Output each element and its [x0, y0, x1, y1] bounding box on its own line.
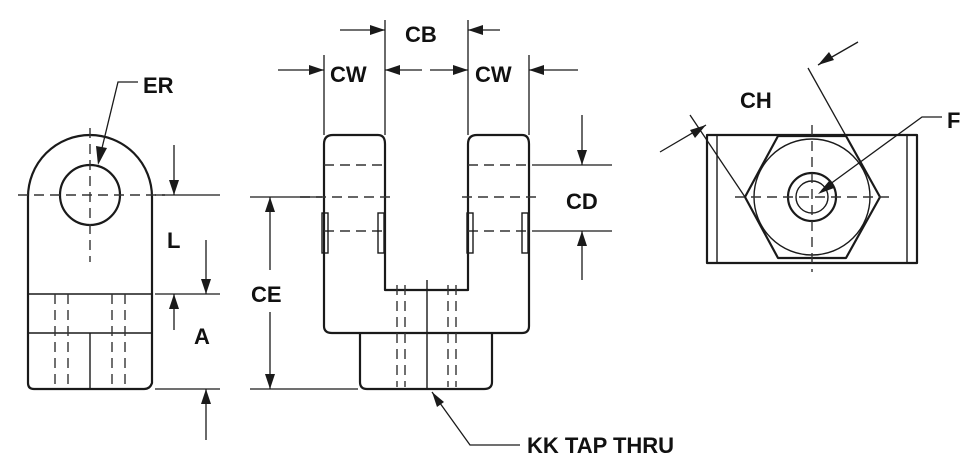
f-arrowhead: [818, 181, 834, 194]
ch-extension: [807, 67, 847, 137]
cb-arrowhead-left: [370, 25, 385, 35]
cw-right-outer-arrowhead: [529, 65, 544, 75]
cb-arrowhead-right: [468, 25, 483, 35]
cw-right-inner-arrowhead: [453, 65, 468, 75]
cd-arrowhead-bottom: [577, 231, 587, 246]
front-view-shank: [358, 333, 494, 391]
cb-label: CB: [405, 22, 437, 47]
cd-label: CD: [566, 189, 598, 214]
front-view-pin-bore: [321, 212, 329, 254]
side-view-outline: [26, 133, 154, 391]
ch-arrowhead-left: [690, 125, 706, 138]
er-arrowhead: [96, 146, 107, 165]
ch-arrowhead-right: [818, 52, 834, 65]
ch-label: CH: [740, 88, 772, 113]
er-label: ER: [143, 73, 174, 98]
front-view-pin-bore: [521, 212, 529, 254]
l-arrowhead-top: [169, 180, 179, 195]
kk-leader: [431, 391, 520, 446]
kk-arrowhead: [432, 392, 444, 407]
a-arrowhead-top: [169, 294, 179, 309]
l-label: L: [167, 228, 180, 253]
front-view-outline: [322, 133, 531, 335]
front-view-pin-bore: [466, 212, 474, 254]
end-view: CH F: [659, 41, 960, 272]
f-leader: [821, 116, 942, 191]
cd-arrowhead-top: [577, 150, 587, 165]
cw-left-outer-arrowhead: [309, 65, 324, 75]
side-view: ER L A: [18, 73, 220, 440]
f-label: F: [947, 108, 960, 133]
front-view-pin-bore: [377, 212, 385, 254]
cw-right-label: CW: [475, 62, 512, 87]
front-view: CB CW CW CD CE KK TAP THRU: [250, 20, 674, 458]
a-arrowhead-bottom: [201, 389, 211, 404]
ce-arrowhead-top: [265, 197, 275, 212]
l-arrowhead-bottom: [201, 279, 211, 294]
cw-left-inner-arrowhead: [385, 65, 400, 75]
ce-label: CE: [251, 282, 282, 307]
cw-left-label: CW: [330, 62, 367, 87]
ce-arrowhead-bottom: [265, 374, 275, 389]
kk-tap-thru-label: KK TAP THRU: [527, 433, 674, 458]
er-leader: [101, 81, 138, 149]
a-label: A: [194, 324, 210, 349]
